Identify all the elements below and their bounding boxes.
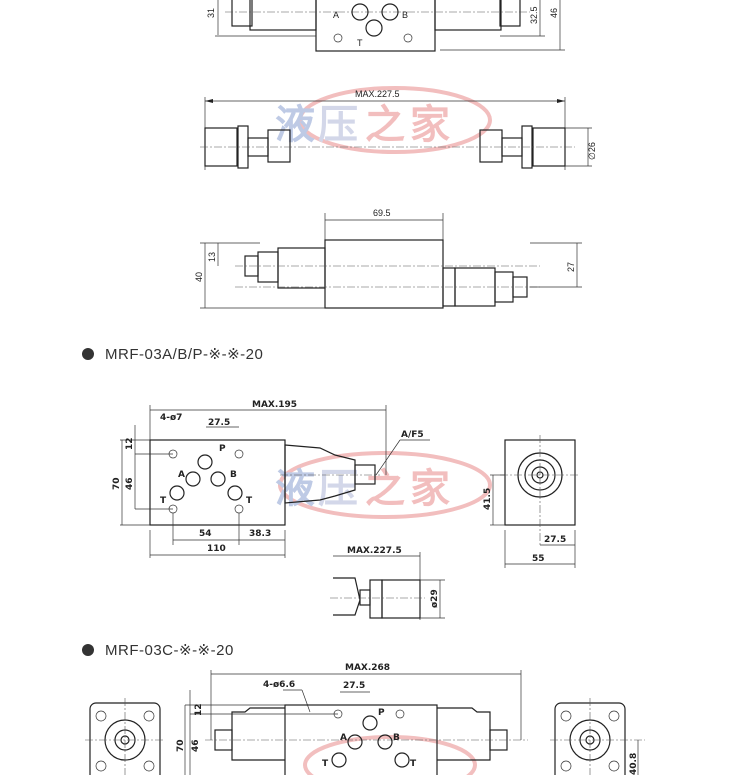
svg-text:T: T (160, 496, 167, 506)
svg-text:32.5: 32.5 (529, 6, 539, 24)
mrf-03c-drawing: MAX.268 4-ø6.6 27.5 P A B T T 12 70 46 4… (85, 663, 645, 775)
valve-side-view: 69.5 40 13 27 (194, 208, 582, 309)
svg-text:69.5: 69.5 (373, 208, 391, 218)
svg-text:家: 家 (410, 101, 450, 148)
svg-text:40: 40 (194, 272, 204, 282)
svg-text:液: 液 (275, 465, 315, 512)
bullet-icon (82, 644, 94, 656)
svg-text:MAX.195: MAX.195 (252, 400, 297, 410)
svg-text:12: 12 (194, 703, 204, 716)
bullet-icon (82, 348, 94, 360)
svg-text:之: 之 (365, 101, 405, 148)
svg-text:110: 110 (207, 544, 226, 554)
svg-text:P: P (219, 444, 226, 454)
watermark-2: 液 压 之 家 (275, 451, 492, 519)
svg-text:压: 压 (318, 465, 358, 512)
svg-text:A/F5: A/F5 (401, 430, 424, 440)
svg-text:家: 家 (410, 465, 450, 512)
section-header-mrf-03abp: MRF-03A/B/P-※-※-20 (82, 345, 263, 363)
watermark-3 (303, 735, 477, 775)
mrf-03abp-drawing: MAX.195 4-ø7 27.5 A/F5 P A B T T 70 46 1… (112, 400, 580, 620)
svg-text:40.8: 40.8 (629, 753, 639, 775)
svg-text:4-ø7: 4-ø7 (160, 413, 182, 423)
svg-text:B: B (230, 470, 237, 480)
svg-text:27.5: 27.5 (208, 418, 230, 428)
svg-text:MAX.268: MAX.268 (345, 663, 390, 673)
svg-text:A: A (178, 470, 185, 480)
svg-text:4-ø6.6: 4-ø6.6 (263, 680, 295, 690)
svg-text:46: 46 (549, 8, 559, 18)
svg-text:27: 27 (566, 262, 576, 272)
svg-text:T: T (322, 759, 329, 769)
section-title: MRF-03C-※-※-20 (105, 642, 234, 659)
section-title: MRF-03A/B/P-※-※-20 (105, 346, 264, 363)
svg-text:T: T (357, 38, 363, 48)
svg-text:A: A (333, 10, 339, 20)
section-header-mrf-03c: MRF-03C-※-※-20 (82, 641, 234, 659)
svg-text:46: 46 (125, 477, 135, 490)
valve-plan-view: MAX.227.5 ∅26 (200, 89, 597, 170)
watermark: 液 压 之 家 (275, 86, 492, 154)
svg-text:MAX.227.5: MAX.227.5 (355, 89, 400, 99)
svg-text:12: 12 (125, 437, 135, 450)
svg-text:A: A (340, 733, 347, 743)
svg-text:27.5: 27.5 (343, 681, 365, 691)
svg-text:之: 之 (365, 465, 405, 512)
svg-text:MAX.227.5: MAX.227.5 (347, 546, 402, 556)
svg-text:27.5: 27.5 (544, 535, 566, 545)
svg-text:液: 液 (275, 101, 315, 148)
svg-text:55: 55 (532, 554, 545, 564)
svg-text:41.5: 41.5 (483, 488, 493, 510)
svg-text:70: 70 (112, 477, 122, 490)
svg-text:ø29: ø29 (430, 589, 440, 608)
svg-text:T: T (246, 496, 253, 506)
svg-text:压: 压 (318, 101, 358, 148)
svg-text:∅26: ∅26 (587, 142, 597, 160)
svg-text:31: 31 (206, 8, 216, 18)
valve-front-view: A B T 31 32.5 46 (206, 0, 565, 52)
svg-text:46: 46 (191, 739, 201, 752)
svg-text:P: P (378, 708, 385, 718)
svg-text:38.3: 38.3 (249, 529, 271, 539)
svg-text:T: T (410, 759, 417, 769)
svg-text:13: 13 (207, 252, 217, 262)
svg-text:54: 54 (199, 529, 212, 539)
svg-text:B: B (402, 10, 408, 20)
svg-text:B: B (393, 733, 400, 743)
svg-text:70: 70 (176, 739, 186, 752)
